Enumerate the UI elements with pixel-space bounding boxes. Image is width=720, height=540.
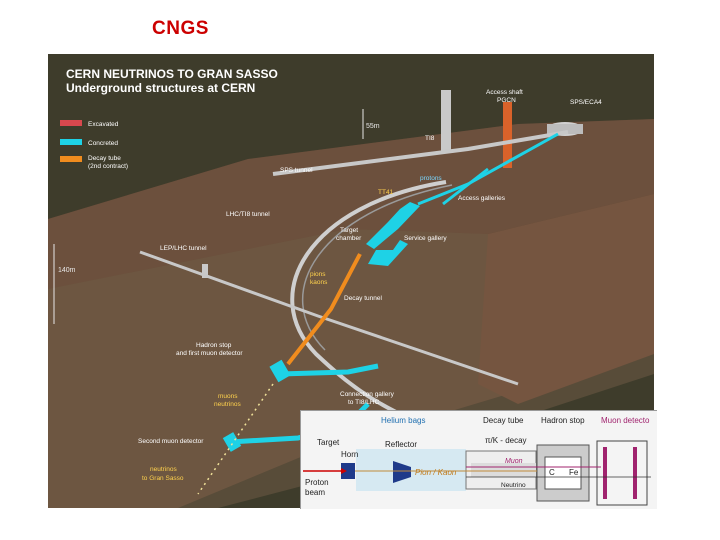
label-protons: protons [420,175,442,182]
rock-right-face [478,194,654,404]
inset-muon-detector: Muon detecto [601,416,650,425]
sps-eca4-shaft [547,124,583,134]
legend-swatch-concreted [60,139,82,145]
connection-gallery [279,363,379,377]
label-second-muon: Second muon detector [138,438,204,445]
label-access-galleries: Access galleries [458,195,506,202]
inset-helium-bags: Helium bags [381,416,425,425]
decay-tube-inner [471,463,536,477]
label-muons-1: muons [218,393,238,400]
reflector-shape [393,461,411,483]
access-shaft-pgcn [503,102,512,168]
label-sps-tunnel: SPS tunnel [280,167,313,174]
ti8-shaft [441,90,451,152]
label-tt41: TT41 [378,189,394,196]
inset-muon: Muon [505,458,523,465]
neutrino-beam-path [197,383,274,495]
muon-detector-2 [633,447,637,499]
depth-55-label: 55m [366,123,380,130]
legend-label-excavated: Excavated [88,121,119,128]
decay-tunnel [286,253,362,366]
label-connection-1: Connection gallery [340,391,395,398]
inset-target: Target [317,438,340,447]
label-lep-lhc-tunnel: LEP/LHC tunnel [160,245,207,252]
inset-proton-1: Proton [305,478,329,487]
legend-label-concreted: Concreted [88,140,118,147]
legend-label-decay-tube-2: (2nd contract) [88,163,128,170]
label-target-chamber-2: chamber [336,235,362,242]
target-chamber [366,202,420,249]
legend-swatch-decay-tube [60,156,82,162]
label-access-shaft: Access shaft [486,89,523,96]
label-pions-1: pions [310,271,326,278]
label-pgcn: PGCN [497,97,516,104]
inset-horn: Horn [341,450,358,459]
label-sps-eca4: SPS/ECA4 [570,99,602,106]
target-block [341,463,355,479]
hadron-stop-core [544,456,582,490]
label-neutrinos-1: neutrinos [150,466,177,473]
label-decay-tunnel: Decay tunnel [344,295,382,302]
label-target-chamber-1: Target [340,227,358,234]
label-service-gallery: Service gallery [404,235,447,242]
inset-decay-tube: Decay tube [483,416,524,425]
access-galleries [442,167,489,206]
inset-c: C [549,468,555,477]
lhc-ti8-tunnel [290,180,449,436]
slide-title: CNGS [152,18,209,39]
muon-detector-1 [603,447,607,499]
label-lhc-ti8-tunnel: LHC/TI8 tunnel [226,211,270,218]
label-ti8: TI8 [425,135,435,142]
proton-beam-arrowhead [341,468,347,474]
label-hadron-stop-2: and first muon detector [176,350,243,357]
label-pions-2: kaons [310,279,328,286]
poster-heading-2: Underground structures at CERN [66,81,255,95]
label-hadron-stop-1: Hadron stop [196,342,232,349]
service-gallery [368,240,408,266]
inset-reflector: Reflector [385,440,417,449]
legend-swatch-excavated [60,120,82,126]
second-muon-detector [222,432,242,452]
sps-tunnel [272,130,569,176]
muon-detector-frame [596,440,648,506]
label-neutrinos-2: to Gran Sasso [142,475,184,482]
lep-lhc-tunnel [139,250,519,386]
cngs-layout-illustration: 55m 140m CERN NEUTRINOS TO GRAN SASSO Un… [48,54,654,508]
inset-hadron-stop: Hadron stop [541,416,585,425]
label-connection-2: to TI8/LHC [348,399,380,406]
inset-proton-2: beam [305,488,325,497]
label-muons-2: neutrinos [214,401,241,408]
hadron-stop [269,359,291,383]
depth-140-label: 140m [58,267,76,274]
inset-neutrino: Neutrino [501,482,526,489]
lhc-ti8-tunnel-inner [301,184,453,351]
inset-pion-kaon: Pion / Kaon [415,468,457,477]
poster-heading-1: CERN NEUTRINOS TO GRAN SASSO [66,67,278,81]
rock-front-face [48,119,654,508]
inset-fe: Fe [569,468,579,477]
inset-pi-k-decay: π/K - decay [485,436,527,445]
legend-label-decay-tube: Decay tube [88,155,121,162]
beamline-schematic-inset: Helium bags Decay tube Hadron stop Muon … [300,410,657,509]
lep-small-shaft [202,264,208,278]
